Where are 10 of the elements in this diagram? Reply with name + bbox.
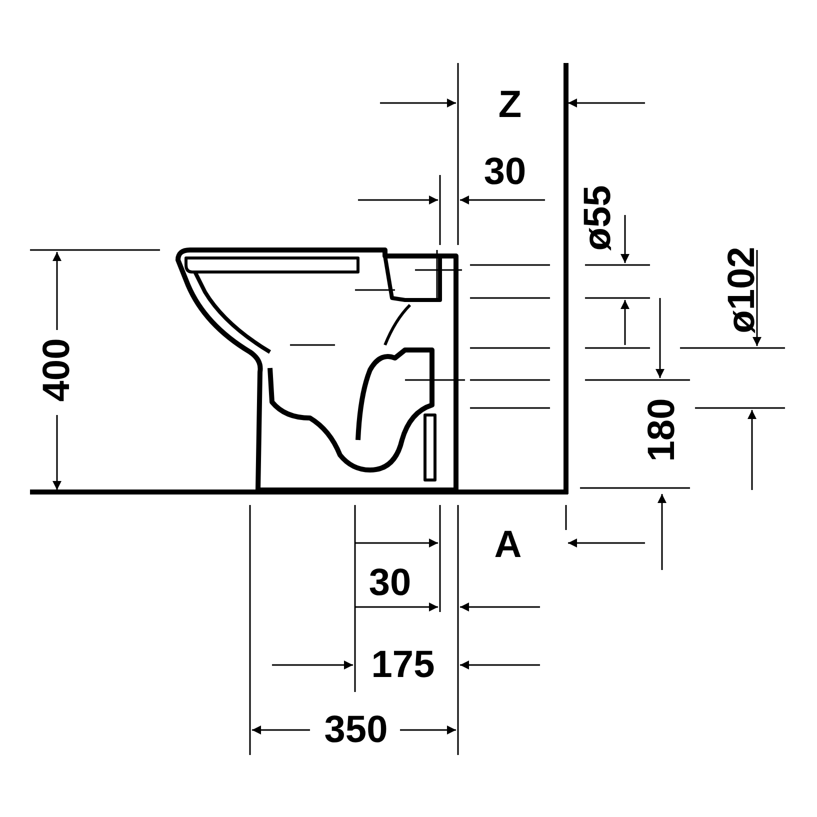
dimension-label: 175 (371, 644, 435, 686)
dimension-label: 30 (484, 151, 526, 193)
dimension-label: A (494, 524, 522, 566)
dimension-label: 180 (641, 398, 683, 462)
dimension-label: 30 (368, 562, 412, 604)
dimension-label: 400 (36, 338, 78, 402)
dimension-label: ø102 (721, 246, 763, 334)
dimension-label: ø55 (577, 185, 619, 251)
dimension-label: 350 (324, 709, 388, 751)
dimension-label: Z (498, 84, 522, 126)
